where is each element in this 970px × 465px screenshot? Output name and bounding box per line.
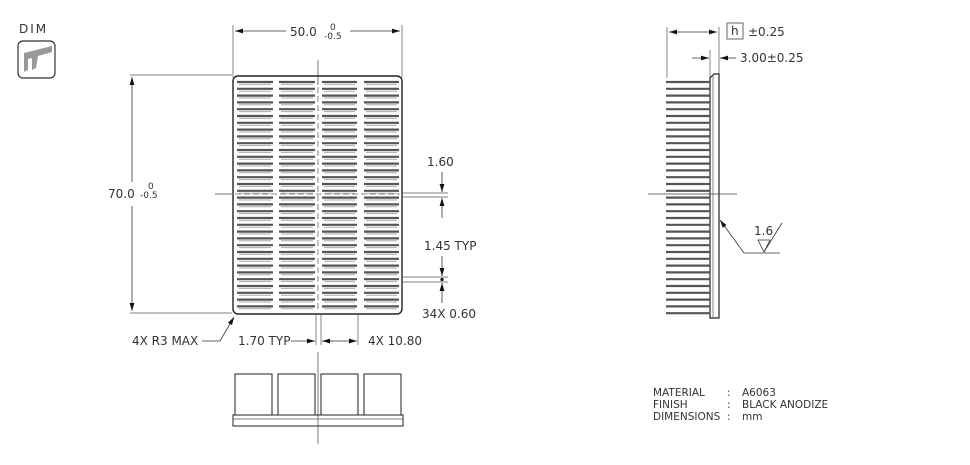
note-value: BLACK ANODIZE	[742, 399, 828, 411]
fin-count-dim: 34X 0.60	[422, 307, 476, 321]
note-key: DIMENSIONS	[653, 411, 721, 423]
heatsink-outline	[232, 75, 403, 315]
gap-dim: 1.60	[427, 155, 454, 169]
width-dim-nominal: 50.0	[290, 25, 317, 39]
height-dim-upper: 0	[148, 182, 154, 192]
height-dim-nominal: 70.0	[108, 187, 135, 201]
height-tolerance: ±0.25	[748, 25, 785, 39]
caliper-icon	[17, 40, 56, 79]
height-dim-lower: -0.5	[140, 191, 158, 201]
front-view	[232, 352, 404, 444]
pitch-dim: 1.45 TYP	[424, 239, 476, 253]
roughness-value: 1.6	[754, 224, 773, 238]
note-key: FINISH	[653, 399, 688, 411]
base-thickness-dim: 3.00±0.25	[740, 51, 804, 65]
corner-radius-dim: 4X R3 MAX	[132, 334, 198, 348]
top-view: 50.0 0 -0.5 70.0 0 -0.5 1.60 1.45 T	[108, 23, 476, 348]
note-value: A6063	[742, 387, 776, 399]
svg-text::: :	[727, 411, 731, 423]
badge-label: DIM	[19, 22, 48, 36]
side-view: h ±0.25 3.00±0.25 1.6	[648, 22, 804, 319]
material-notes: MATERIAL : A6063 FINISH : BLACK ANODIZE …	[653, 387, 828, 423]
height-symbol: h	[731, 24, 739, 38]
slot-width-dim: 1.70 TYP	[238, 334, 290, 348]
svg-text::: :	[727, 387, 731, 399]
note-key: MATERIAL	[653, 387, 705, 399]
width-dim-lower: -0.5	[324, 32, 342, 42]
dim-badge[interactable]: DIM	[17, 22, 56, 79]
column-width-dim: 4X 10.80	[368, 334, 422, 348]
fin-grid	[237, 80, 399, 310]
svg-text::: :	[727, 399, 731, 411]
note-value: mm	[742, 411, 762, 423]
width-dim-upper: 0	[330, 23, 336, 33]
